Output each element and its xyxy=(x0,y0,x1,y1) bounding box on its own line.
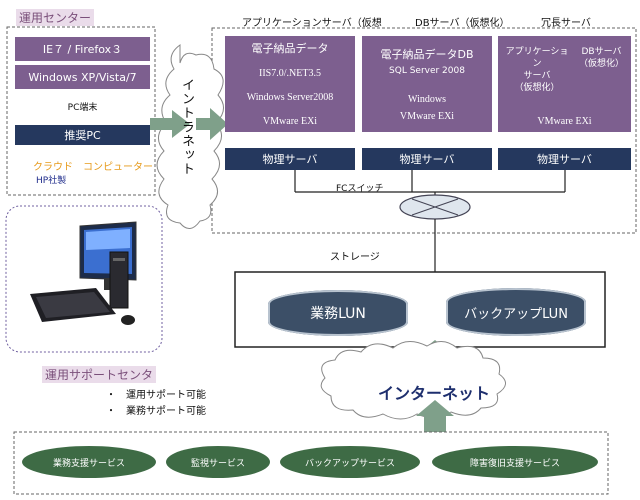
services-panel-border xyxy=(13,431,609,495)
support-center-title: 運用サポートセンタ xyxy=(42,366,157,383)
support-bullet-1-text: 運用サポート可能 xyxy=(126,390,206,401)
redundant-server-header: 冗長サーバ xyxy=(541,18,591,29)
pc-terminal-label: PC端末 xyxy=(67,102,98,113)
service-business-support: 業務支援サービス xyxy=(22,446,156,478)
support-bullet-2: ・ 業務サポート可能 xyxy=(106,402,206,417)
storage-lun-backup-label: バックアップLUN xyxy=(464,306,568,322)
left-panel-border xyxy=(6,26,156,196)
fc-switch-label: FCスイッチ xyxy=(336,184,384,194)
redundant-db-label: DBサーバ （仮想化） xyxy=(578,47,624,69)
arrow-left-to-intranet xyxy=(150,110,190,138)
left-panel-title: 運用センター xyxy=(16,9,95,26)
arrow-up-from-services xyxy=(416,400,454,416)
app-server-block: 電子納品データ IIS7.0/.NET3.5 Windows Server200… xyxy=(225,36,355,132)
intranet-label: イントラネット xyxy=(179,78,194,176)
db-server-header: DBサーバ（仮想化） xyxy=(415,18,510,29)
service-monitoring: 監視サービス xyxy=(166,446,270,478)
app-server-title: 電子納品データ xyxy=(251,42,329,55)
os-requirement: Windows XP/Vista/7 xyxy=(15,65,150,89)
maker-label: HP社製 xyxy=(36,176,67,186)
pc-illustration xyxy=(18,218,150,340)
support-bullet-2-text: 業務サポート可能 xyxy=(126,406,206,417)
db-server-title: 電子納品データDB xyxy=(380,48,474,61)
app-server-header: アプリケーションサーバ（仮想 xyxy=(242,18,382,29)
cloud-computer-label: クラウド コンピューター xyxy=(33,162,153,173)
storage-label: ストレージ xyxy=(330,252,380,263)
db-server-line-2: Windows xyxy=(408,94,446,105)
support-bullet-1: ・ 運用サポート可能 xyxy=(106,386,206,401)
browser-requirement: IE７ / Firefox３ xyxy=(15,37,150,61)
redundant-app-label: アプリケーション サーバ （仮想化） xyxy=(505,47,569,93)
storage-lun-backup: バックアップLUN xyxy=(446,288,586,336)
db-server-block: 電子納品データDB SQL Server 2008 Windows VMware… xyxy=(362,36,492,132)
app-server-line-2: Windows Server2008 xyxy=(246,92,334,103)
app-server-line-3: VMware EXi xyxy=(262,116,318,127)
app-server-line-1: IIS7.0/.NET3.5 xyxy=(259,68,321,79)
redundant-server-block: アプリケーション サーバ （仮想化） DBサーバ （仮想化） VMware EX… xyxy=(498,36,631,132)
recommended-pc-label: 推奨PC xyxy=(15,125,150,145)
internet-cloud xyxy=(320,341,506,420)
arrow-intranet-to-servers xyxy=(196,108,228,140)
physical-server-app: 物理サーバ xyxy=(225,148,355,170)
physical-server-redundant: 物理サーバ xyxy=(498,148,631,170)
desktop-pc-icon xyxy=(30,221,137,325)
storage-lun-business: 業務LUN xyxy=(268,290,408,336)
redundant-vmware-label: VMware EXi xyxy=(537,116,592,127)
physical-server-db: 物理サーバ xyxy=(362,148,492,170)
db-server-line-3: VMware EXi xyxy=(399,111,455,122)
bullet-icon: ・ xyxy=(106,390,126,401)
bullet-icon: ・ xyxy=(106,406,126,417)
storage-lun-business-label: 業務LUN xyxy=(310,306,366,322)
intranet-cloud xyxy=(156,44,224,229)
service-disaster-recovery: 障害復旧支援サービス xyxy=(432,446,598,478)
db-server-line-1: SQL Server 2008 xyxy=(389,66,465,76)
internet-label: インターネット xyxy=(378,384,491,403)
service-backup: バックアップサービス xyxy=(280,446,420,478)
